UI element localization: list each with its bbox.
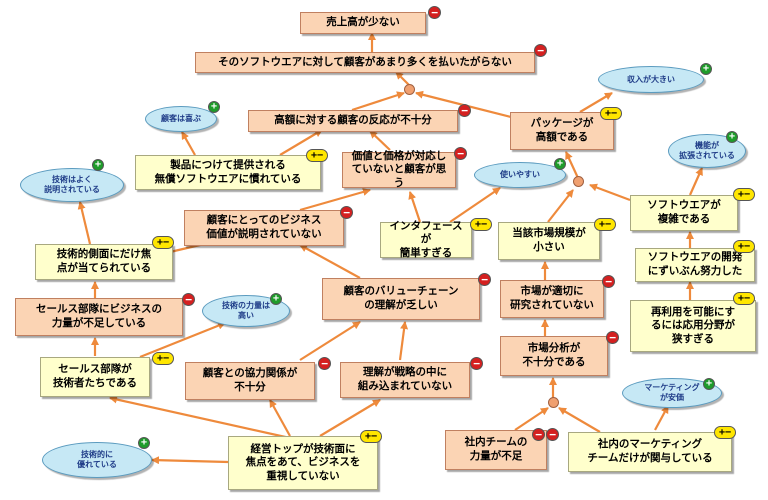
plus-minus-badge-icon: +− — [594, 218, 616, 231]
arrow — [351, 91, 405, 112]
plus-minus-badge-icon: +− — [714, 426, 736, 439]
node-business-value-not-explained: 顧客にとってのビジネス 価値が説明されていない — [184, 210, 344, 246]
arrow — [565, 151, 579, 179]
minus-badge-icon: − — [428, 6, 441, 19]
node-market-size-small: 当該市場規模が 小さい — [498, 222, 600, 260]
arrow — [269, 399, 291, 437]
arrow — [589, 183, 631, 202]
arrow — [319, 399, 381, 437]
minus-badge-icon: − — [182, 293, 195, 306]
arrow — [514, 407, 549, 431]
junction-node — [548, 397, 559, 408]
node-value-price-mismatch: 価値と価格が対応し ていないと顧客が思う — [342, 150, 456, 189]
plus-minus-badge-icon: +− — [360, 430, 382, 443]
node-salesforce-lacks-business-skill: セールス部隊にビジネスの 力量が不足している — [15, 298, 183, 336]
arrow — [77, 201, 92, 245]
minus-badge-icon: − — [534, 44, 547, 57]
plus-badge-icon: + — [700, 63, 712, 75]
arrow — [558, 407, 601, 433]
minus-badge-icon: − — [532, 428, 545, 441]
node-poor-value-chain-understanding: 顧客のバリューチェーン の理解が乏しい — [322, 278, 480, 320]
arrow — [299, 188, 371, 212]
plus-badge-icon: + — [726, 131, 738, 143]
arrow — [688, 167, 704, 196]
plus-badge-icon: + — [554, 158, 566, 170]
plus-minus-badge-icon: +− — [733, 188, 755, 201]
arrow — [279, 129, 323, 156]
arrow — [109, 395, 291, 440]
node-low-sales: 売上高が少ない — [300, 12, 426, 34]
plus-badge-icon: + — [208, 101, 220, 113]
node-not-built-into-strategy: 理解が戦略の中に 組み込まれていない — [340, 362, 470, 398]
arrow — [299, 244, 361, 279]
minus-badge-icon: − — [318, 357, 331, 370]
ellipse-technically-superior: 技術的に 優れている — [42, 442, 152, 478]
minus-badge-icon: − — [546, 428, 559, 441]
node-interface-too-simple: インタフェースが 簡単すぎる — [380, 220, 472, 259]
arrow — [369, 130, 391, 151]
ellipse-large-revenue: 収入が大きい — [598, 66, 704, 93]
node-much-dev-effort: ソフトウエアの開発 にずいぶん努力した — [635, 248, 755, 282]
arrow — [547, 189, 574, 223]
plus-minus-badge-icon: +− — [733, 240, 755, 253]
arrow — [408, 191, 422, 223]
node-focus-on-technical-only: 技術的側面にだけ焦 点が当てられている — [35, 244, 173, 280]
minus-badge-icon: − — [458, 104, 471, 117]
ellipse-easy-to-use: 使いやすい — [474, 162, 566, 188]
node-salesforce-are-engineers: セールス部隊が 技術者たちである — [40, 357, 150, 397]
plus-minus-badge-icon: +− — [152, 352, 174, 365]
arrow — [151, 456, 229, 465]
plus-minus-badge-icon: +− — [600, 107, 622, 120]
ellipse-customers-happy: 顧客は喜ぶ — [145, 106, 217, 132]
plus-badge-icon: + — [703, 378, 715, 390]
minus-badge-icon: − — [340, 206, 353, 219]
minus-badge-icon: − — [454, 147, 467, 160]
node-domain-too-narrow: 再利用を可能にす るには応用分野が 狭すぎる — [630, 300, 756, 352]
node-insufficient-customer-partnership: 顧客との協力関係が 不十分 — [185, 362, 315, 400]
minus-badge-icon: − — [470, 357, 483, 370]
plus-badge-icon: + — [92, 159, 104, 171]
ellipse-tech-well-explained: 技術はよく 説明されている — [20, 168, 124, 202]
arrow — [579, 92, 613, 113]
arrow — [299, 321, 361, 361]
node-only-internal-marketing: 社内のマーケティング チームだけが関与している — [568, 432, 732, 472]
plus-badge-icon: + — [138, 437, 150, 449]
arrow — [449, 187, 501, 223]
minus-badge-icon: − — [478, 273, 491, 286]
node-software-complex: ソフトウエアが 複雑である — [630, 195, 738, 231]
arrow — [139, 321, 226, 359]
node-top-management-tech-focus: 経営トップが技術面に 焦点をあて、ビジネスを 重視していない — [228, 436, 378, 490]
node-package-expensive: パッケージが 高額である — [510, 112, 614, 150]
minus-badge-icon: − — [602, 275, 615, 288]
plus-minus-badge-icon: +− — [152, 236, 174, 249]
plus-badge-icon: + — [270, 293, 282, 305]
node-internal-team-lacks-skill: 社内チームの 力量が不足 — [445, 430, 547, 470]
arrow — [181, 131, 196, 156]
arrow — [395, 71, 411, 87]
node-customers-unwilling-to-pay: そのソフトウエアに対して顧客があまり多くを払いたがらない — [195, 52, 535, 73]
node-market-not-researched: 市場が適切に 研究されていない — [500, 280, 604, 318]
plus-minus-badge-icon: +− — [733, 292, 755, 305]
node-used-to-free-software: 製品につけて提供される 無償ソフトウエアに慣れている — [135, 155, 321, 190]
junction-node — [573, 176, 584, 187]
node-market-analysis-insufficient: 市場分析が 不十分である — [500, 336, 608, 376]
plus-minus-badge-icon: +− — [306, 149, 328, 162]
plus-minus-badge-icon: +− — [470, 218, 492, 231]
junction-node — [404, 84, 415, 95]
arrow — [654, 405, 669, 431]
minus-badge-icon: − — [606, 331, 619, 344]
arrow — [398, 321, 409, 361]
node-insufficient-response-to-high-price: 高額に対する顧客の反応が不十分 — [248, 110, 458, 132]
